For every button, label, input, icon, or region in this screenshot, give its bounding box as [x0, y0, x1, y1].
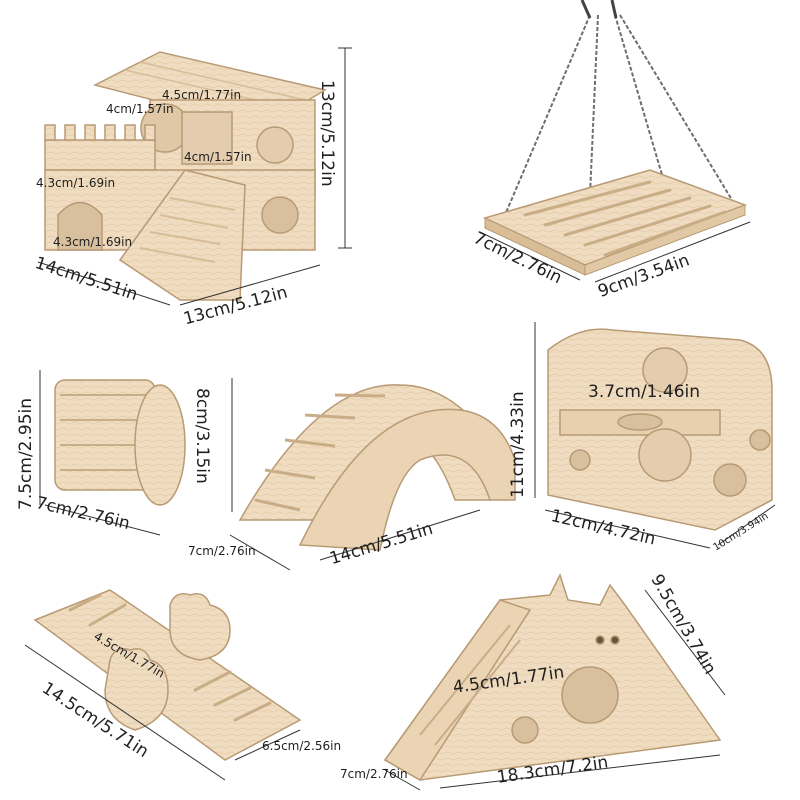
wooden-roller-illustration — [54, 379, 186, 506]
wooden-house-illustration — [44, 51, 327, 301]
arch-bridge-illustration — [238, 384, 516, 551]
slide-house-illustration — [383, 573, 722, 782]
bridge-depth-label: 7cm/2.76in — [188, 544, 256, 558]
house-roof-hole-label: 4.5cm/1.77in — [162, 88, 242, 102]
wooden-bench-illustration — [547, 328, 773, 531]
slide-depth-label: 7cm/2.76in — [340, 767, 408, 781]
dimension-lines — [24, 47, 776, 791]
bridge-height-label: 8cm/3.15in — [192, 388, 212, 484]
house-castle-gap-label: 4.3cm/1.69in — [36, 176, 116, 190]
house-height-label: 13cm/5.12in — [317, 80, 337, 187]
hanging-swing-illustration — [482, 0, 748, 276]
roller-height-label: 7.5cm/2.95in — [16, 397, 36, 510]
house-window-label: 4cm/1.57in — [106, 102, 174, 116]
house-door-label: 4.3cm/1.69in — [53, 235, 133, 249]
seesaw-width-label: 6.5cm/2.56in — [262, 739, 342, 753]
seesaw-illustration — [33, 589, 302, 761]
bench-hole-label: 3.7cm/1.46in — [588, 382, 701, 402]
bench-height-label: 11cm/4.33in — [508, 391, 528, 498]
house-side-window-label: 4cm/1.57in — [184, 150, 252, 164]
